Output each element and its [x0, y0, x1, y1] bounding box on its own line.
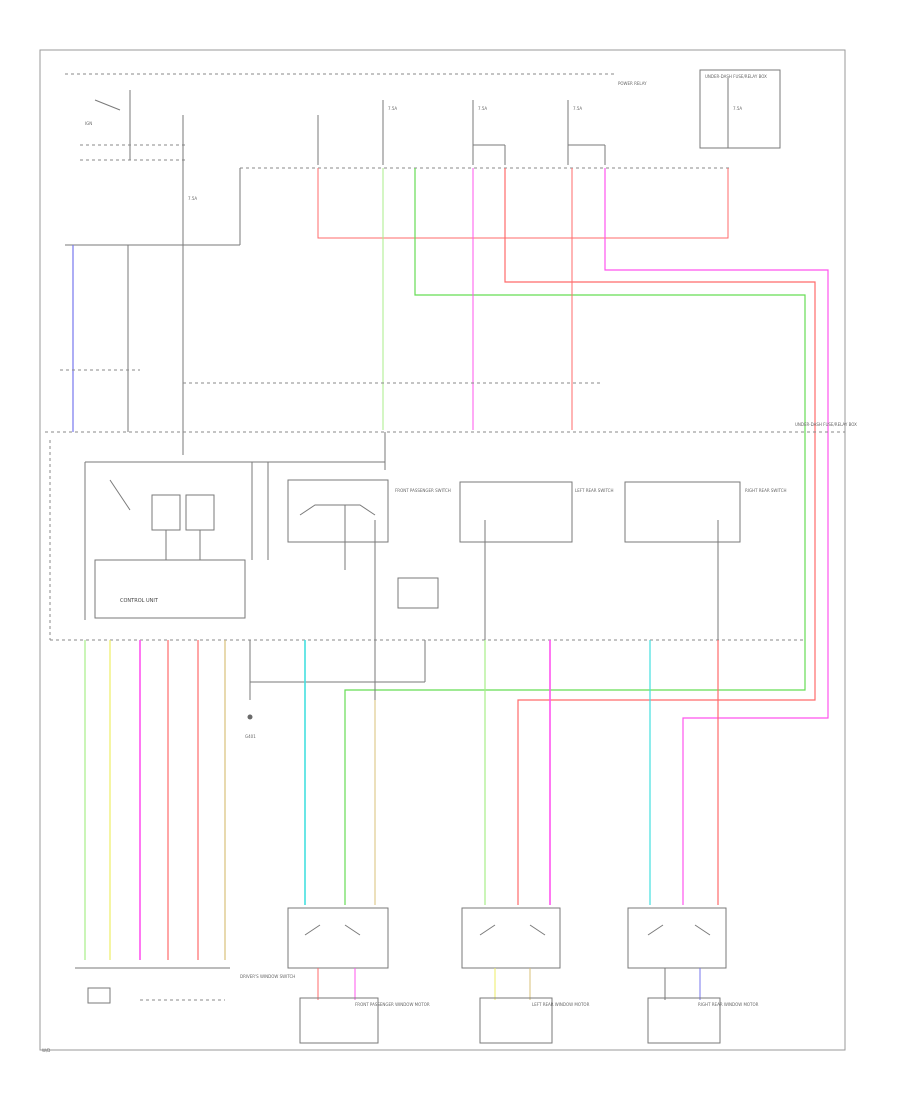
driver-switch-a — [151, 494, 181, 531]
rr-switch-box — [624, 481, 741, 543]
fuse-3-label: 7.5A — [478, 106, 487, 111]
relay-box-label: POWER RELAY — [618, 81, 647, 86]
rr-motor-label: RIGHT REAR WINDOW MOTOR — [698, 1002, 759, 1007]
fuse-1-label: 7.5A — [188, 196, 197, 201]
lr-window-switch — [461, 907, 561, 969]
driver-switch-label: DRIVER'S WINDOW SWITCH — [240, 974, 295, 979]
driver-switch-b — [185, 494, 215, 531]
driver-bottom-switch — [87, 987, 111, 1004]
control-unit-box — [94, 559, 246, 619]
lr-switch-box — [459, 481, 573, 543]
fuse-box-label: UNDER-DASH FUSE/RELAY BOX — [705, 74, 767, 79]
lr-window-motor — [479, 997, 553, 1044]
rr-switch-label: RIGHT REAR SWITCH — [745, 488, 787, 493]
lock-switch-box — [397, 577, 439, 609]
lr-sw-blade-2 — [529, 924, 546, 936]
fr-pass-window-switch — [287, 907, 389, 969]
wire-red-long — [504, 168, 816, 905]
under-dash-label-2: UNDER-DASH FUSE/RELAY BOX — [795, 422, 857, 427]
page-code: W/D — [42, 1048, 50, 1053]
fr-pass-switch-box — [287, 479, 389, 543]
rr-window-motor — [647, 997, 721, 1044]
fuse-4-label: 7.5A — [573, 106, 582, 111]
lr-motor-label: LEFT REAR WINDOW MOTOR — [532, 1002, 590, 1007]
diagram-frame — [39, 49, 846, 1051]
driver-switch-blade-1 — [109, 479, 131, 511]
wire-green-long — [344, 168, 806, 905]
fr-pass-switch-blade — [299, 504, 376, 516]
fr-pass-window-motor — [299, 997, 379, 1044]
fuse-box-top-right — [699, 69, 781, 149]
ign-switch-blade — [94, 99, 121, 111]
ign-label: IGN — [85, 121, 92, 126]
fr-sw-blade-1 — [304, 924, 321, 936]
ground-label: G401 — [245, 734, 256, 739]
fr-pass-motor-label: FRONT PASSENGER WINDOW MOTOR — [355, 1002, 430, 1007]
fuse-2-label: 7.5A — [388, 106, 397, 111]
fr-pass-switch-label: FRONT PASSENGER SWITCH — [395, 488, 451, 493]
lr-sw-blade-1 — [479, 924, 496, 936]
rr-window-switch — [627, 907, 727, 969]
rr-sw-blade-2 — [694, 924, 711, 936]
wire-pink-long — [604, 168, 829, 905]
fr-sw-blade-2 — [344, 924, 361, 936]
fuse-5-label: 7.5A — [733, 106, 742, 111]
rr-sw-blade-1 — [647, 924, 664, 936]
ground-symbol — [247, 714, 253, 720]
wire-red-top — [317, 168, 729, 239]
control-unit-label: CONTROL UNIT — [120, 598, 159, 604]
lr-switch-label: LEFT REAR SWITCH — [575, 488, 613, 493]
